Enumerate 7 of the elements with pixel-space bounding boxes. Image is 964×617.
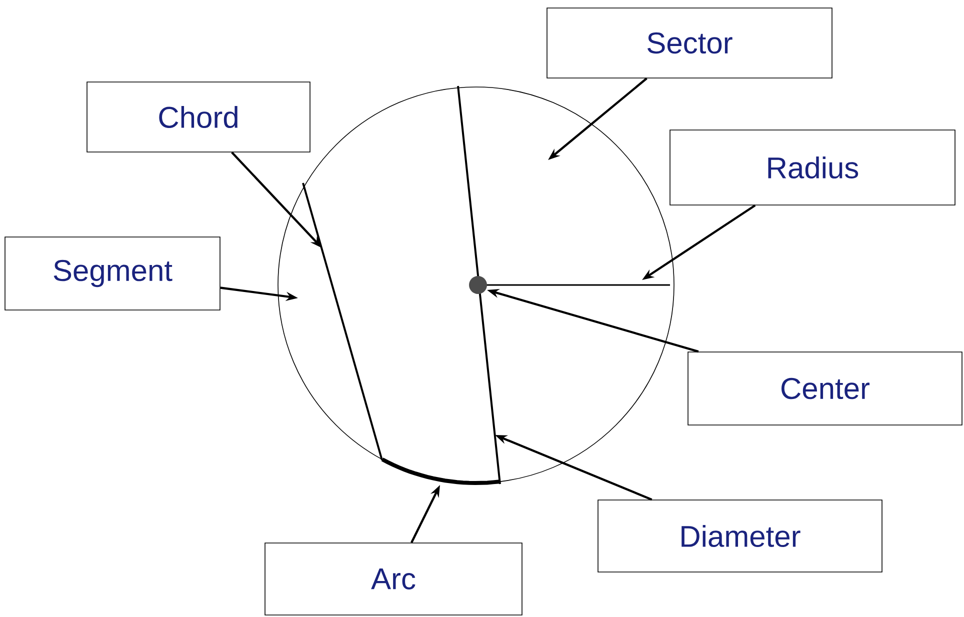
label-box: Center: [688, 352, 962, 426]
label-box: Diameter: [598, 500, 882, 572]
label-box: Arc: [264, 542, 522, 616]
label-box: Chord: [86, 82, 310, 152]
label-box: Sector: [546, 8, 832, 78]
label-box: Radius: [670, 130, 956, 206]
label-box: Segment: [4, 236, 220, 310]
